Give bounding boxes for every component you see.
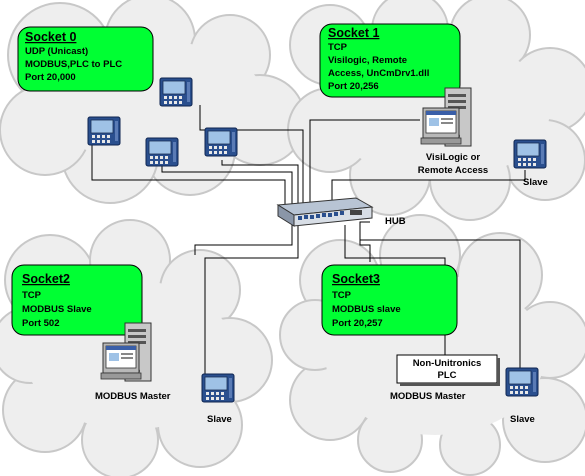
plc-icon xyxy=(201,373,235,403)
socket3-title: Socket3 xyxy=(332,272,380,286)
socket2-title: Socket2 xyxy=(22,272,70,286)
plc-icon xyxy=(145,137,179,167)
socket0-line: MODBUS,PLC to PLC xyxy=(25,59,122,70)
socket1-line: TCP xyxy=(328,42,348,53)
visilogic-label: Remote Access xyxy=(418,165,488,176)
socket1-box: Socket 1 TCP Visilogic, Remote Access, U… xyxy=(319,23,461,98)
socket0-line: UDP (Unicast) xyxy=(25,46,88,57)
plc-icon xyxy=(204,127,238,157)
socket3-line: Port 20,257 xyxy=(332,318,383,329)
non-unitronics-plc-box: Non-Unitronics PLC xyxy=(396,354,500,386)
non-unitronics-label: Non-Unitronics xyxy=(413,358,482,369)
slave-label: Slave xyxy=(207,414,232,425)
socket1-line: Visilogic, Remote xyxy=(328,55,407,66)
slave-label: Slave xyxy=(523,177,548,188)
cloud-socket3 xyxy=(279,214,585,476)
socket2-line: TCP xyxy=(22,290,42,301)
plc-icon xyxy=(159,77,193,107)
hub-device xyxy=(276,197,374,227)
socket0-title: Socket 0 xyxy=(25,30,76,44)
socket0-line: Port 20,000 xyxy=(25,72,76,83)
socket2-box: Socket2 TCP MODBUS Slave Port 502 xyxy=(11,264,143,336)
socket1-title: Socket 1 xyxy=(328,26,379,40)
socket1-line: Port 20,256 xyxy=(328,81,379,92)
slave-label: Slave xyxy=(510,414,535,425)
modbus-master-label: MODBUS Master xyxy=(390,391,466,402)
plc-icon xyxy=(505,367,539,397)
socket3-box: Socket3 TCP MODBUS slave Port 20,257 xyxy=(321,264,458,336)
visilogic-label: VisiLogic or xyxy=(426,152,481,163)
hub-label: HUB xyxy=(385,216,406,227)
modbus-master-label: MODBUS Master xyxy=(95,391,171,402)
socket3-line: TCP xyxy=(332,290,352,301)
non-unitronics-label: PLC xyxy=(438,370,457,381)
socket2-line: MODBUS Slave xyxy=(22,304,92,315)
plc-icon xyxy=(513,139,547,169)
socket1-line: Access, UnCmDrv1.dll xyxy=(328,68,429,79)
socket3-line: MODBUS slave xyxy=(332,304,401,315)
network-wires xyxy=(91,105,526,380)
socket2-line: Port 502 xyxy=(22,318,60,329)
socket0-box: Socket 0 UDP (Unicast) MODBUS,PLC to PLC… xyxy=(17,26,154,92)
plc-icon xyxy=(87,116,121,146)
